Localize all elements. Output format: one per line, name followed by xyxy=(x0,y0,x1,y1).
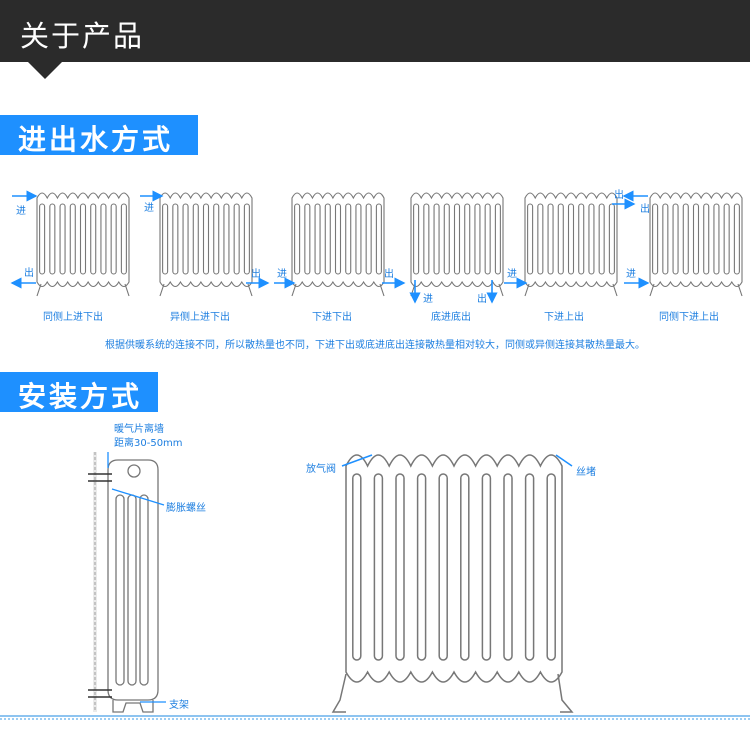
label-expansion-screw: 膨胀螺丝 xyxy=(166,503,206,514)
mini-radiator xyxy=(159,192,253,297)
radiator-column xyxy=(438,473,448,661)
radiator-column xyxy=(352,473,362,661)
flow-label-in-2: 进 xyxy=(144,203,154,214)
radiator-column xyxy=(416,473,427,661)
page-title: 关于产品 xyxy=(20,19,145,53)
flow-label-in-1: 进 xyxy=(16,206,26,217)
caption-bottom-in-bottom-out: 下进下出 xyxy=(312,312,352,323)
section-title-water-flow: 进出水方式 xyxy=(18,123,174,156)
section-band-water-flow: 进出水方式 xyxy=(0,115,198,156)
radiator-column xyxy=(546,473,556,661)
flow-label-out-1: 出 xyxy=(24,268,34,279)
mini-radiator xyxy=(649,192,743,297)
header-bar xyxy=(0,0,750,62)
radiator-column xyxy=(524,473,535,661)
radiator-column xyxy=(373,473,384,661)
heat-dissipation-note: 根据供暖系统的连接不同，所以散热量也不同，下进下出或底进底出连接散热量相对较大，… xyxy=(105,340,645,351)
mini-radiator xyxy=(36,192,130,297)
label-bracket: 支架 xyxy=(169,700,189,711)
label-plug: 丝堵 xyxy=(576,467,596,478)
caption-opposite-side-top-in: 异侧上进下出 xyxy=(170,312,230,323)
flow-label-out-2: 出 xyxy=(251,269,261,280)
flow-arrows xyxy=(10,190,650,304)
label-wall-distance-1: 暖气片离墙 xyxy=(114,424,164,435)
flow-label-out-4: 出 xyxy=(477,294,487,305)
flow-variant-radiators xyxy=(36,192,743,297)
caption-same-side-top-in: 同侧上进下出 xyxy=(43,312,103,323)
caption-bottom-in-top-out: 下进上出 xyxy=(544,312,584,323)
radiator-column xyxy=(395,473,405,661)
section-title-installation: 安装方式 xyxy=(18,380,143,413)
flow-label-in-5: 进 xyxy=(507,269,517,280)
mini-radiator xyxy=(410,192,504,297)
side-view-radiator xyxy=(88,452,166,713)
mini-radiator xyxy=(524,192,618,297)
mini-radiator xyxy=(291,192,385,297)
flow-label-out-6: 出 xyxy=(640,204,650,215)
caption-same-side-bottom-in: 同侧下进上出 xyxy=(659,312,719,323)
flow-label-out-5: 出 xyxy=(614,190,624,201)
flow-label-in-6: 进 xyxy=(626,269,636,280)
flow-label-in-4: 进 xyxy=(423,294,433,305)
radiator-column xyxy=(460,473,470,661)
section-band-installation: 安装方式 xyxy=(0,372,158,413)
label-wall-distance-2: 距离30-50mm xyxy=(114,438,183,449)
flow-label-out-3: 出 xyxy=(384,269,394,280)
radiator-column xyxy=(481,473,492,661)
radiator-column xyxy=(503,473,513,661)
flow-label-in-3: 进 xyxy=(277,269,287,280)
label-vent-valve: 放气阀 xyxy=(306,464,336,475)
caption-base-in-base-out: 底进底出 xyxy=(431,312,471,323)
header-notch xyxy=(28,62,62,79)
front-view-radiator xyxy=(331,454,574,713)
